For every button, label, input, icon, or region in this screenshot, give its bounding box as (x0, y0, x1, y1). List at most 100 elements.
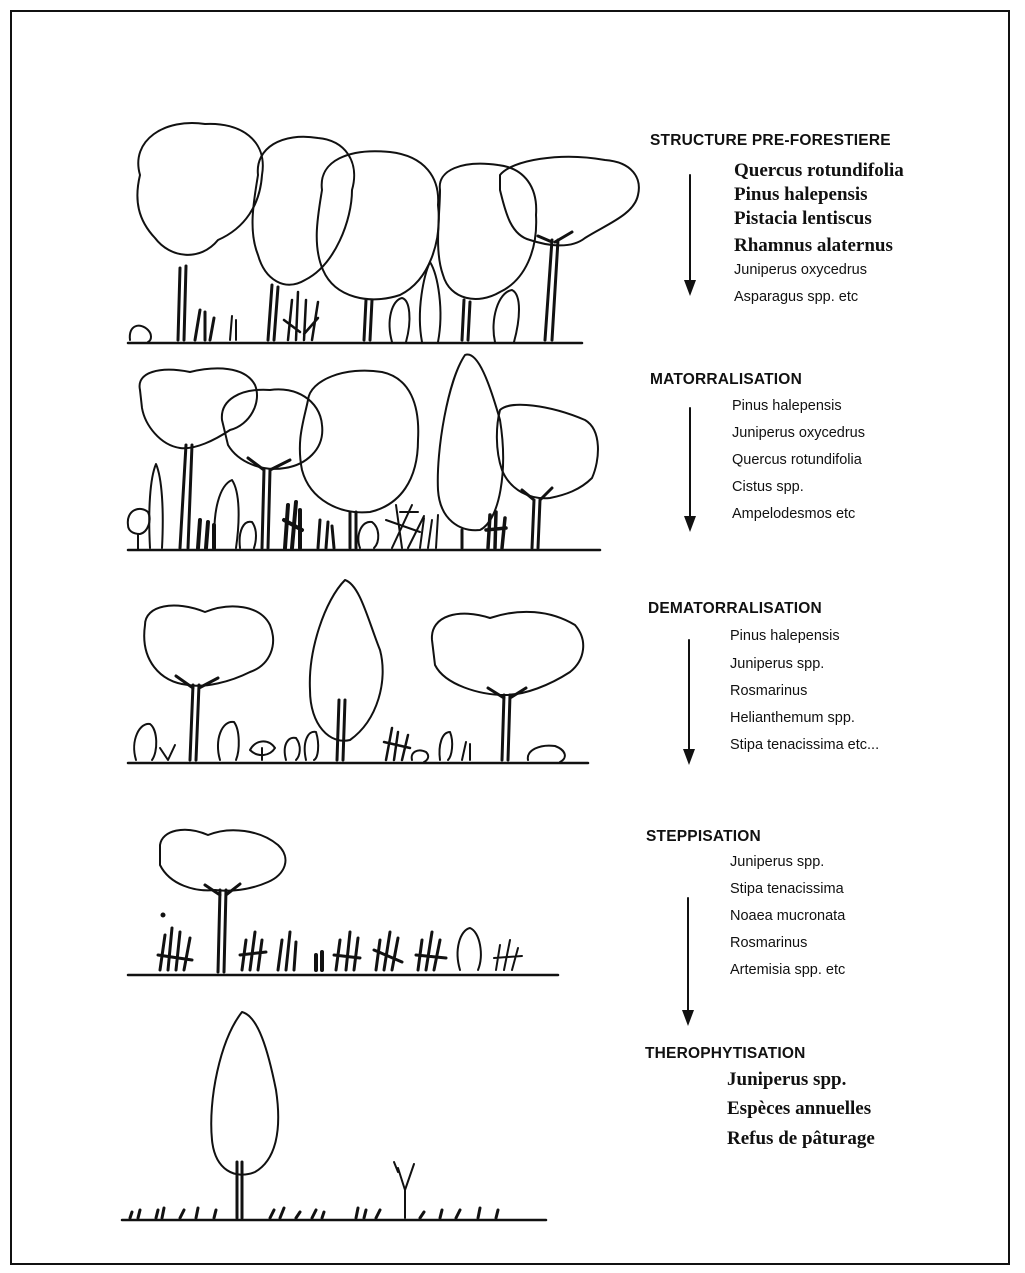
shrub-21 (218, 722, 239, 760)
species-label: Ampelodesmos etc (732, 506, 855, 522)
tussock-3 (278, 932, 296, 970)
arrow-stage-4 (682, 898, 694, 1026)
shrub-27 (528, 746, 565, 762)
tree-trunk-11 (176, 676, 218, 760)
stage-title-therophytisation: THEROPHYTISATION (645, 1045, 806, 1063)
stage-title-dematorralisation: DEMATORRALISATION (648, 600, 822, 618)
stage-title-steppisation: STEPPISATION (646, 828, 761, 846)
shrub-12 (240, 522, 256, 548)
species-label: Juniperus spp. (730, 854, 824, 870)
tree-trunk-15 (237, 1162, 242, 1218)
species-label: Juniperus spp. (727, 1069, 846, 1091)
panel-therophytisation (122, 1012, 546, 1220)
shrub-23 (285, 732, 318, 760)
tree-canopy-8 (300, 371, 418, 513)
shrub-18 (486, 512, 506, 548)
tree-trunk-12 (337, 700, 345, 760)
shrub-11 (214, 480, 238, 548)
species-label: Noaea mucronata (730, 908, 845, 924)
panel-dematorralisation (128, 580, 588, 763)
annual-tufts (130, 1208, 498, 1218)
shrub-14 (318, 520, 334, 548)
shrub-28 (458, 928, 481, 970)
tree-canopy-6 (140, 368, 257, 448)
tree-trunk-8 (350, 512, 356, 548)
tussock-8 (494, 940, 522, 970)
species-label: Juniperus oxycedrus (734, 262, 867, 278)
shrub-1 (130, 326, 151, 342)
tree-canopy-14 (160, 830, 285, 891)
arrow-stage-3 (683, 640, 695, 765)
shrub-24 (384, 728, 410, 760)
arrow-stage-1 (684, 175, 696, 296)
tussock-4 (316, 952, 322, 970)
species-label: Pinus halepensis (732, 398, 842, 414)
tree-trunk-13 (488, 688, 526, 760)
tree-trunk-2 (268, 285, 278, 340)
tree-trunk-4 (462, 300, 470, 340)
tree-trunk-1 (178, 266, 186, 340)
tree-canopy-9 (438, 355, 503, 531)
tussock-1 (158, 928, 192, 970)
shrub-22 (250, 741, 275, 760)
tussock-7 (416, 932, 446, 970)
shrub-8 (128, 509, 150, 550)
shrub-3 (230, 316, 236, 340)
tree-canopy-11 (144, 606, 273, 686)
tree-trunk-6 (180, 445, 192, 548)
tussock-2 (240, 932, 266, 970)
shrub-9 (149, 464, 163, 548)
species-label: Pinus halepensis (730, 628, 840, 644)
tree-canopy-13 (432, 612, 583, 695)
species-label: Pinus halepensis (734, 184, 868, 206)
shrub-13 (284, 502, 302, 548)
tree-trunk-5 (538, 232, 572, 340)
species-label: Cistus spp. (732, 479, 804, 495)
species-label: Quercus rotundifolia (732, 452, 862, 468)
tussock-5 (334, 932, 360, 970)
shrub-7 (494, 290, 519, 342)
panel-steppisation (128, 830, 558, 975)
species-label: Espèces annuelles (727, 1098, 871, 1120)
tree-canopy-3 (317, 151, 439, 299)
shrub-15 (358, 522, 378, 548)
species-label: Rosmarinus (730, 935, 807, 951)
species-label: Juniperus spp. (730, 656, 824, 672)
panel-pre-forest (128, 123, 639, 343)
shrub-26 (439, 732, 470, 760)
shrub-2 (195, 310, 214, 340)
tussock-6 (374, 932, 402, 970)
species-label: Rhamnus alaternus (734, 235, 893, 257)
shrub-25 (412, 750, 428, 762)
shrub-5 (390, 298, 410, 342)
sapling (394, 1162, 414, 1218)
species-label: Rosmarinus (730, 683, 807, 699)
species-label: Quercus rotundifolia (734, 160, 904, 182)
tree-canopy-12 (310, 580, 383, 741)
tree-trunk-7 (248, 458, 290, 548)
species-label: Stipa tenacissima (730, 881, 844, 897)
tree-canopy-4 (438, 164, 536, 299)
species-label: Stipa tenacissima etc... (730, 737, 879, 753)
tree-trunk-3 (364, 300, 372, 340)
panel-matorralisation (128, 355, 600, 550)
shrub-10 (198, 520, 214, 548)
arrow-stage-2 (684, 408, 696, 532)
tree-trunk-14 (205, 884, 240, 972)
species-label: Pistacia lentiscus (734, 208, 872, 230)
tree-canopy-10 (497, 405, 598, 498)
species-label: Artemisia spp. etc (730, 962, 845, 978)
tree-canopy-15 (211, 1012, 278, 1175)
shrub-16 (386, 505, 424, 548)
shrub-4 (284, 292, 318, 340)
species-label: Refus de pâturage (727, 1128, 875, 1150)
species-label: Helianthemum spp. (730, 710, 855, 726)
speck (162, 914, 165, 917)
stage-title-matorralisation: MATORRALISATION (650, 371, 802, 389)
species-label: Asparagus spp. etc (734, 289, 858, 305)
tree-canopy-1 (137, 123, 262, 255)
shrub-20 (160, 745, 175, 760)
stage-title-structure-pre-forestiere: STRUCTURE PRE-FORESTIERE (650, 132, 891, 150)
species-label: Juniperus oxycedrus (732, 425, 865, 441)
